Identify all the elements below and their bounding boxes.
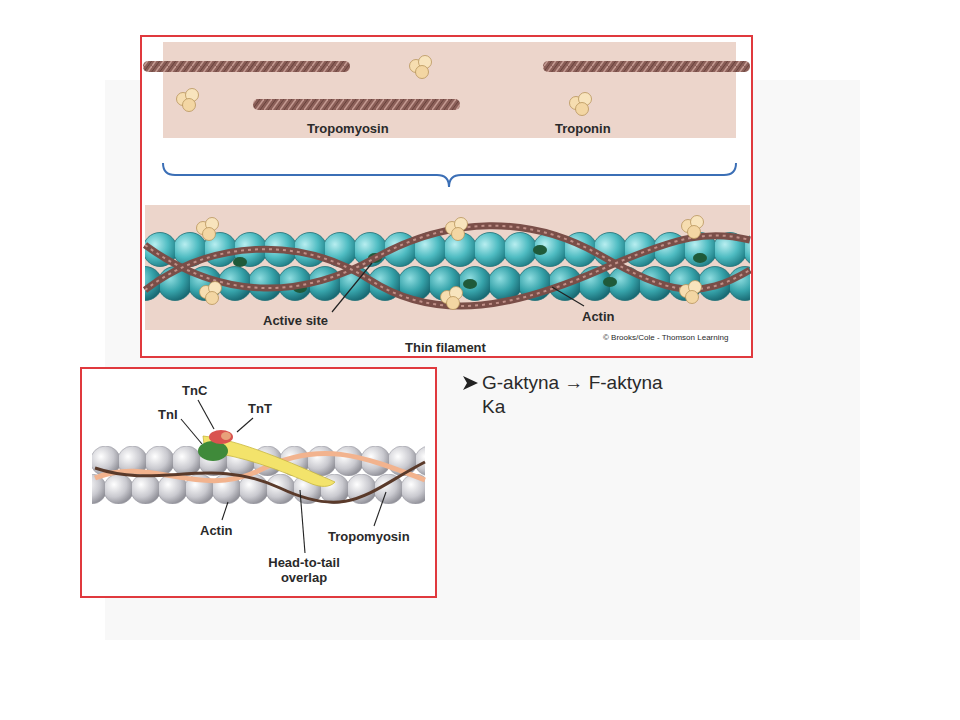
part-label: Thin filament (405, 340, 486, 355)
figure-panel: TnC TnI TnT Actin TropomyosinHead-to-tail ov… (80, 367, 437, 598)
part-label: TnI (158, 407, 178, 422)
part-label: Troponin (555, 121, 611, 136)
part-label: Tropomyosin (328, 529, 410, 544)
figure-panel: Tropomyosin TroponinActive site Actin © Bro… (140, 35, 753, 358)
part-label: © Brooks/Cole - Thomson Learning (603, 333, 728, 342)
part-label: Actin (582, 309, 615, 324)
part-label: Actin (200, 523, 233, 538)
part-label: TnC (182, 383, 207, 398)
part-label: TnT (248, 401, 272, 416)
bullet-text: G-aktyna → F-aktyna (482, 372, 663, 394)
bullet-text: Ka (482, 396, 505, 418)
part-label: Head-to-tail overlap (254, 556, 354, 586)
part-label: Tropomyosin (307, 121, 389, 136)
part-label: Active site (263, 313, 328, 328)
